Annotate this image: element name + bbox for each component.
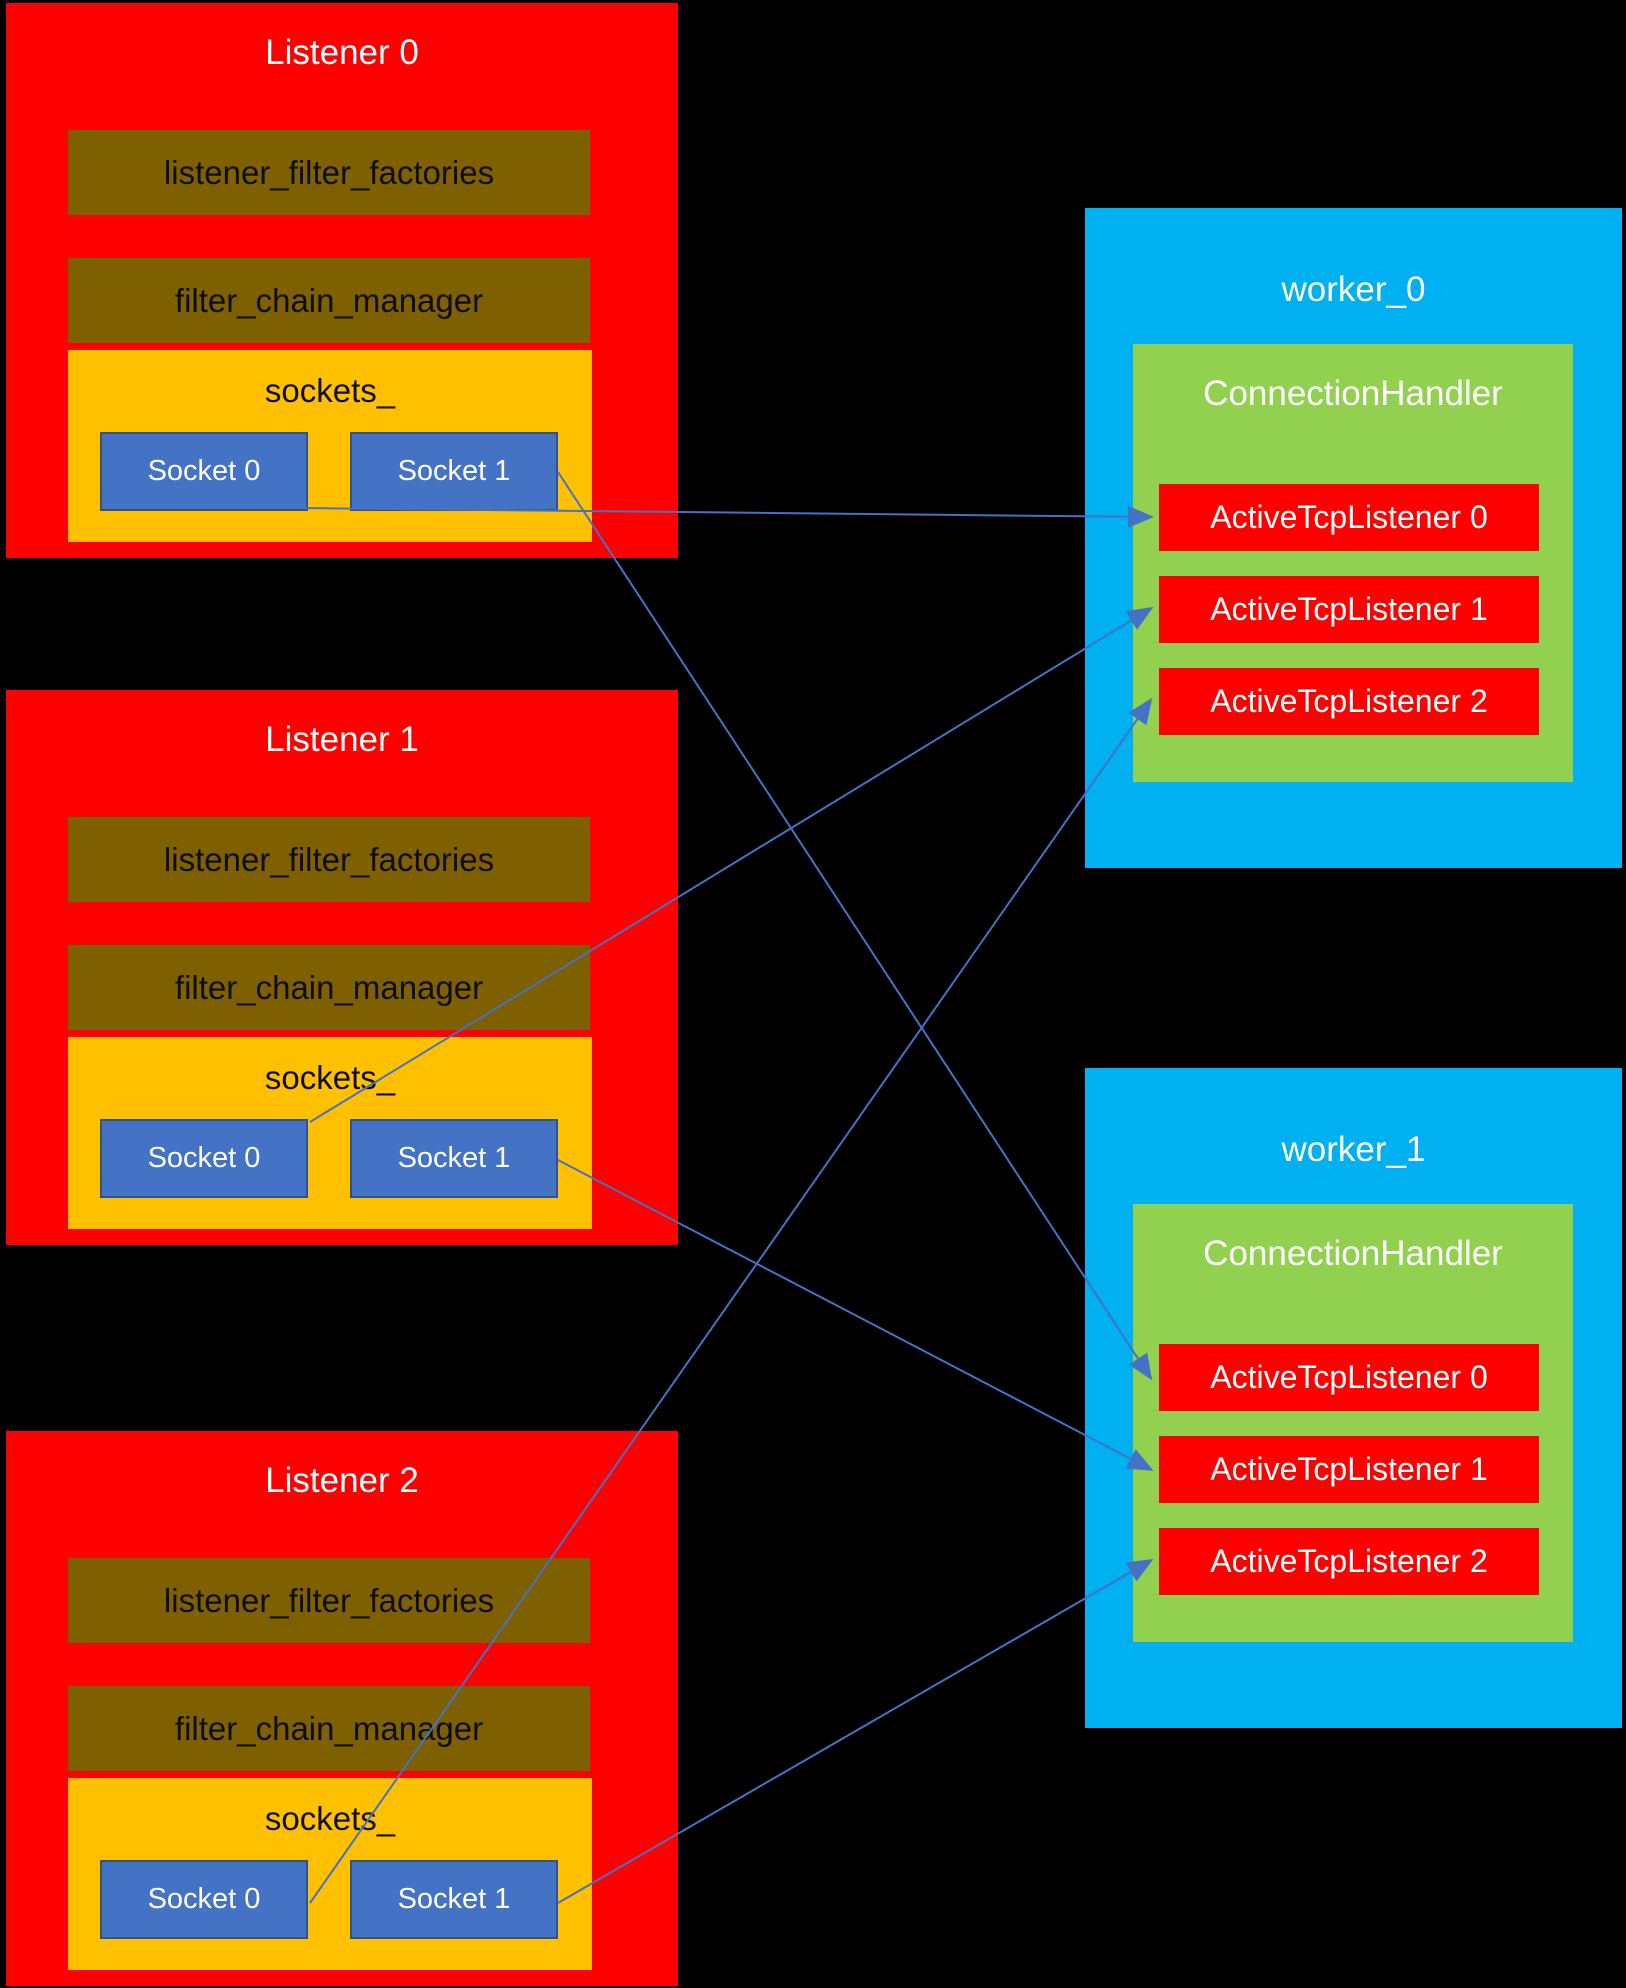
listener-1-sockets-label: sockets_ bbox=[264, 1059, 396, 1096]
listener-2-box: Listener 2 listener_filter_factories fil… bbox=[6, 1431, 678, 1986]
worker-1-box: worker_1 ConnectionHandler ActiveTcpList… bbox=[1085, 1068, 1622, 1728]
listener-1-filter-chain-manager: filter_chain_manager bbox=[68, 945, 590, 1030]
listener-1-sockets-box: sockets_ Socket 0 Socket 1 bbox=[68, 1037, 592, 1229]
worker-0-title: worker_0 bbox=[1281, 270, 1426, 309]
listener-2-filter-chain-manager: filter_chain_manager bbox=[68, 1686, 590, 1771]
worker-0-activetcplistener-2: ActiveTcpListener 2 bbox=[1159, 668, 1539, 735]
worker-1-connection-handler-title: ConnectionHandler bbox=[1203, 1234, 1503, 1273]
listener-2-socket-0: Socket 0 bbox=[100, 1860, 308, 1939]
listener-1-filter-factories: listener_filter_factories bbox=[68, 817, 590, 902]
listener-0-filter-factories: listener_filter_factories bbox=[68, 130, 590, 215]
listener-2-filter-factories: listener_filter_factories bbox=[68, 1558, 590, 1643]
listener-2-sockets-label: sockets_ bbox=[264, 1800, 396, 1837]
worker-1-activetcplistener-2: ActiveTcpListener 2 bbox=[1159, 1528, 1539, 1595]
listener-0-sockets-box: sockets_ Socket 0 Socket 1 bbox=[68, 350, 592, 542]
listener-0-filter-chain-manager: filter_chain_manager bbox=[68, 258, 590, 343]
listener-0-socket-1: Socket 1 bbox=[350, 432, 558, 511]
listener-1-title: Listener 1 bbox=[265, 720, 419, 759]
worker-1-activetcplistener-1: ActiveTcpListener 1 bbox=[1159, 1436, 1539, 1503]
worker-0-box: worker_0 ConnectionHandler ActiveTcpList… bbox=[1085, 208, 1622, 868]
worker-0-connection-handler-title: ConnectionHandler bbox=[1203, 374, 1503, 413]
worker-0-activetcplistener-0: ActiveTcpListener 0 bbox=[1159, 484, 1539, 551]
listener-2-title: Listener 2 bbox=[265, 1461, 419, 1500]
listener-0-sockets-label: sockets_ bbox=[264, 372, 396, 409]
listener-0-title: Listener 0 bbox=[265, 33, 419, 72]
worker-1-activetcplistener-0: ActiveTcpListener 0 bbox=[1159, 1344, 1539, 1411]
listener-2-socket-1: Socket 1 bbox=[350, 1860, 558, 1939]
listener-2-sockets-box: sockets_ Socket 0 Socket 1 bbox=[68, 1778, 592, 1970]
worker-0-activetcplistener-1: ActiveTcpListener 1 bbox=[1159, 576, 1539, 643]
listener-0-box: Listener 0 listener_filter_factories fil… bbox=[6, 3, 678, 558]
listener-1-socket-1: Socket 1 bbox=[350, 1119, 558, 1198]
listener-0-socket-0: Socket 0 bbox=[100, 432, 308, 511]
listener-1-socket-0: Socket 0 bbox=[100, 1119, 308, 1198]
listener-1-box: Listener 1 listener_filter_factories fil… bbox=[6, 690, 678, 1245]
worker-1-title: worker_1 bbox=[1281, 1130, 1426, 1169]
worker-0-connection-handler: ConnectionHandler ActiveTcpListener 0 Ac… bbox=[1133, 344, 1573, 782]
worker-1-connection-handler: ConnectionHandler ActiveTcpListener 0 Ac… bbox=[1133, 1204, 1573, 1642]
